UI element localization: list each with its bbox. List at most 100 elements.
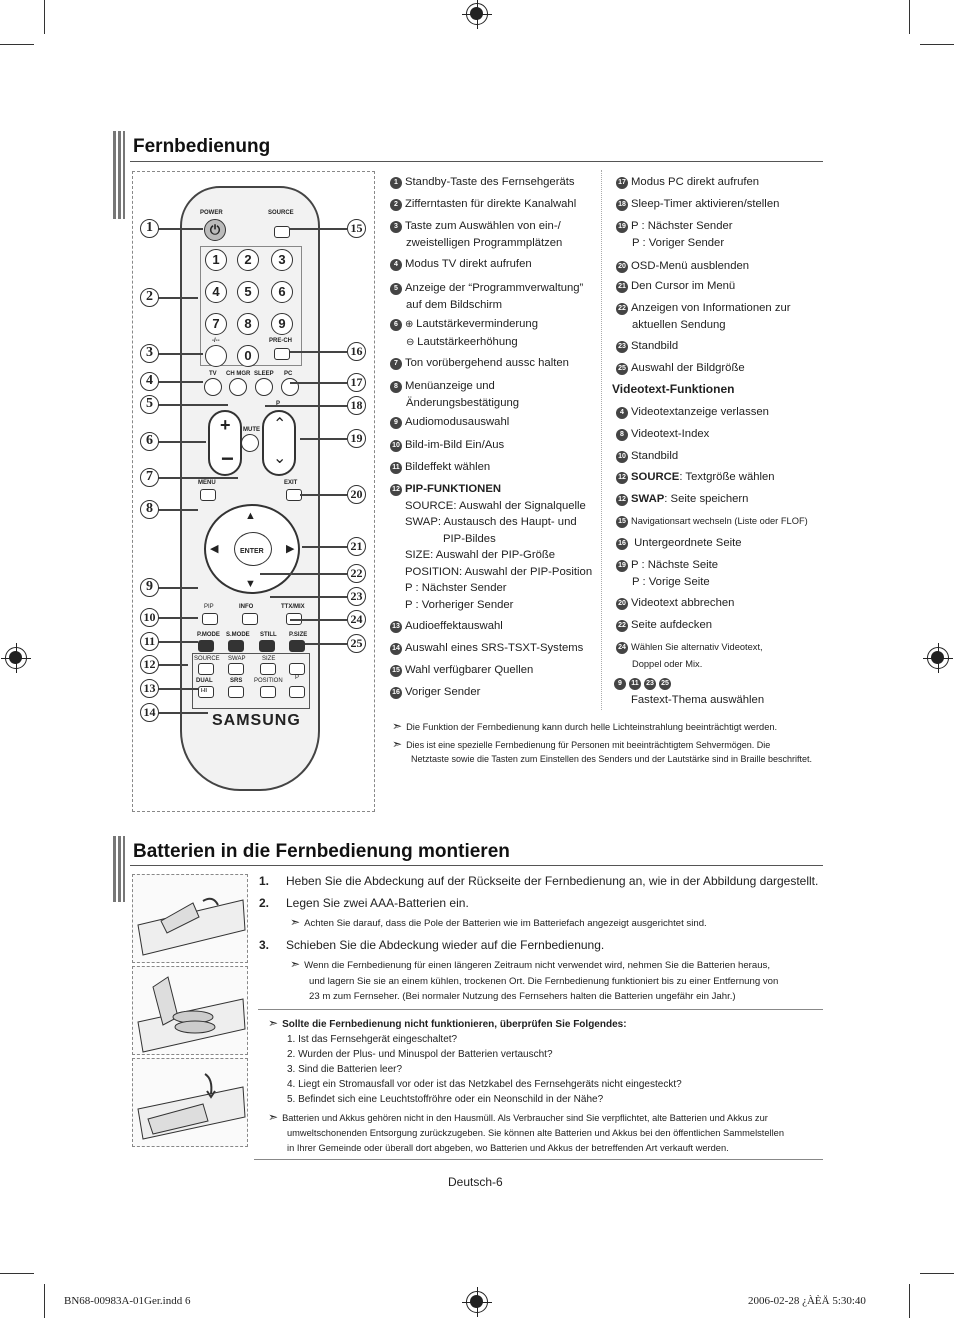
check-heading: Sollte die Fernbedienung nicht funktioni… bbox=[282, 1019, 627, 1030]
item-text: Sleep-Timer aktivieren/stellen bbox=[631, 198, 780, 210]
item-text: Lautstärkeerhöhung bbox=[417, 335, 518, 348]
callout-number: 9 bbox=[140, 578, 159, 597]
crop-mark bbox=[44, 0, 45, 34]
chmgr-label: CH MGR bbox=[226, 371, 251, 377]
dual-label: DUAL bbox=[196, 678, 213, 684]
item-number: 21 bbox=[616, 281, 628, 293]
check-item: 2. Wurden der Plus- und Minuspol der Bat… bbox=[287, 1049, 553, 1060]
item-number: 23 bbox=[644, 678, 656, 690]
num-0-button: 0 bbox=[237, 345, 259, 367]
item-text: Navigationsart wechseln (Liste oder FLOF… bbox=[631, 516, 808, 526]
item-number: 12 bbox=[616, 494, 628, 506]
crop-mark bbox=[0, 44, 34, 45]
callout-number: 15 bbox=[347, 219, 366, 238]
note-arrow-icon: ➣ bbox=[268, 1110, 279, 1124]
item-text: Videotextanzeige verlassen bbox=[631, 406, 769, 418]
callout-number: 11 bbox=[140, 632, 159, 651]
step-number: 1. bbox=[259, 874, 270, 888]
item-number: 15 bbox=[390, 665, 402, 677]
callout-number: 13 bbox=[140, 679, 159, 698]
remote-illustration-frame bbox=[132, 171, 375, 812]
samsung-logo: SAMSUNG bbox=[212, 712, 301, 729]
item-text: Zifferntasten für direkte Kanalwahl bbox=[405, 198, 577, 210]
step-text: Legen Sie zwei AAA-Batterien ein. bbox=[286, 896, 469, 910]
position-label: POSITION bbox=[254, 678, 283, 684]
num-6-button: 6 bbox=[271, 281, 293, 303]
item-number: 10 bbox=[616, 451, 628, 463]
prech-button-icon bbox=[274, 348, 290, 360]
item-number: 15 bbox=[616, 516, 628, 528]
tv-button-icon bbox=[204, 378, 222, 396]
callout-line bbox=[158, 688, 198, 690]
item-number: 8 bbox=[616, 429, 628, 441]
note-text: Die Funktion der Fernbedienung kann durc… bbox=[406, 722, 778, 732]
callout-line bbox=[158, 712, 208, 714]
item-number: 6 bbox=[390, 319, 402, 331]
callout-number: 19 bbox=[347, 429, 366, 448]
item-number: 16 bbox=[616, 538, 628, 550]
callout-number: 6 bbox=[140, 432, 159, 451]
swap-label: SWAP bbox=[228, 656, 246, 662]
plus-icon: ⊕ bbox=[405, 319, 417, 330]
item-number: 2 bbox=[390, 199, 402, 211]
registration-line bbox=[477, 0, 478, 29]
list-item: 6⊕ Lautstärkeverminderung⊖ Lautstärkeerh… bbox=[390, 316, 538, 351]
srs-label: SRS bbox=[230, 678, 243, 684]
divider bbox=[258, 1009, 823, 1010]
registration-line bbox=[938, 643, 939, 673]
item-number: 22 bbox=[616, 303, 628, 315]
item-number: 7 bbox=[390, 358, 402, 370]
num-8-button: 8 bbox=[237, 313, 259, 335]
psize-button-icon bbox=[289, 640, 305, 652]
callout-line bbox=[158, 353, 203, 355]
sleep-button-icon bbox=[255, 378, 273, 396]
num-7-button: 7 bbox=[205, 313, 227, 335]
item-text: P : Nächste Seite bbox=[631, 559, 719, 571]
callout-line bbox=[290, 228, 347, 230]
section-bar bbox=[113, 836, 125, 902]
pip-label: PIP bbox=[204, 604, 214, 610]
mute-button-icon bbox=[241, 434, 259, 452]
item-number: 1 bbox=[390, 177, 402, 189]
item-text: Fastext-Thema auswählen bbox=[631, 693, 765, 706]
crop-mark bbox=[44, 1284, 45, 1318]
callout-number: 18 bbox=[347, 396, 366, 415]
battery-close-illustration bbox=[132, 1058, 248, 1147]
item-bold: SWAP bbox=[631, 493, 665, 505]
callout-number: 14 bbox=[140, 703, 159, 722]
crop-mark bbox=[0, 1273, 34, 1274]
num-5-button: 5 bbox=[237, 281, 259, 303]
step-text: Schieben Sie die Abdeckung wieder auf di… bbox=[286, 938, 605, 952]
step-3-note: ➣Wenn die Fernbedienung für einen länger… bbox=[290, 957, 778, 1005]
tv-label: TV bbox=[209, 371, 217, 377]
callout-number: 1 bbox=[140, 219, 159, 238]
battery-insert-illustration bbox=[132, 966, 248, 1055]
item-text: Anzeige der “Programmverwaltung” bbox=[405, 282, 584, 294]
callout-number: 22 bbox=[347, 564, 366, 583]
item-text: P : Vorheriger Sender bbox=[405, 598, 514, 611]
callout-number: 5 bbox=[140, 395, 159, 414]
item-text: Videotext abbrechen bbox=[631, 597, 735, 609]
exit-label: EXIT bbox=[284, 480, 298, 486]
pmode-label: P.MODE bbox=[197, 632, 220, 638]
callout-line bbox=[290, 619, 347, 621]
item-text: Wahl verfügbarer Quellen bbox=[405, 664, 534, 676]
volume-rocker: + − bbox=[208, 410, 242, 476]
chevron-down-icon: ⌄ bbox=[273, 450, 287, 467]
power-icon: ⏻ bbox=[204, 219, 226, 241]
item-number: 4 bbox=[616, 407, 628, 419]
dash-label: -/-- bbox=[212, 338, 220, 344]
step-number: 3. bbox=[259, 938, 270, 952]
item-text: SWAP: Austausch des Haupt- und bbox=[405, 516, 577, 528]
item-text: Videotext-Index bbox=[631, 428, 710, 440]
callout-line bbox=[300, 494, 347, 496]
callout-line bbox=[158, 441, 206, 443]
note-arrow-icon: ➣ bbox=[290, 915, 301, 929]
